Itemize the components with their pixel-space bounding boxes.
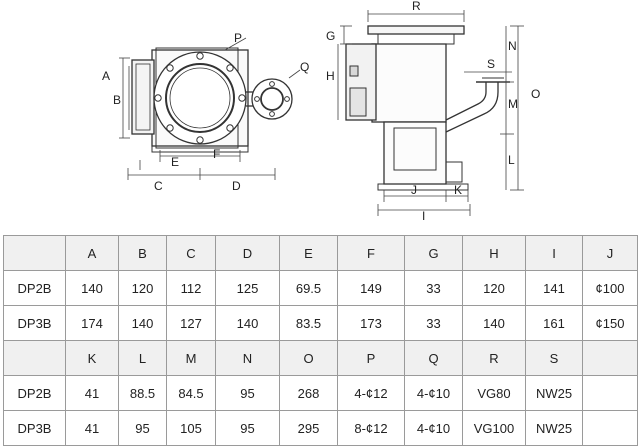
label-O: O <box>531 87 540 101</box>
header-cell: I <box>525 235 583 271</box>
label-K: K <box>454 183 462 197</box>
label-A: A <box>102 69 110 83</box>
dimensions-table: A B C D E F G H I J DP2B 140 120 112 125… <box>3 235 638 446</box>
value-cell: 112 <box>166 270 216 306</box>
value-cell: 161 <box>525 305 583 341</box>
value-cell: 41 <box>65 375 119 411</box>
header-cell: O <box>279 340 338 376</box>
side-dimensions <box>337 10 524 216</box>
label-J: J <box>411 183 417 197</box>
value-cell: 140 <box>65 270 119 306</box>
value-cell: 141 <box>525 270 583 306</box>
header-cell: M <box>166 340 216 376</box>
value-cell: 127 <box>166 305 216 341</box>
table-row: DP2B 140 120 112 125 69.5 149 33 120 141… <box>3 270 638 306</box>
value-cell: 95 <box>215 375 280 411</box>
label-Q: Q <box>300 60 309 74</box>
header-cell: D <box>215 235 280 271</box>
value-cell: 69.5 <box>279 270 338 306</box>
model-cell: DP3B <box>3 305 66 341</box>
label-D: D <box>232 179 241 193</box>
value-cell: VG80 <box>462 375 526 411</box>
header-cell: B <box>118 235 167 271</box>
side-view <box>345 25 510 191</box>
value-cell: 84.5 <box>166 375 216 411</box>
header-corner <box>3 340 66 376</box>
front-dimensions <box>119 37 301 180</box>
header-corner <box>3 235 66 271</box>
header-cell: K <box>65 340 119 376</box>
value-cell: 174 <box>65 305 119 341</box>
label-B: B <box>113 93 121 107</box>
label-I: I <box>422 209 425 223</box>
label-R: R <box>412 0 421 13</box>
value-cell: 120 <box>118 270 167 306</box>
header-cell: E <box>279 235 338 271</box>
value-cell: 4-¢10 <box>404 375 463 411</box>
table-header-row-1: A B C D E F G H I J <box>3 235 638 271</box>
label-F: F <box>213 147 220 161</box>
value-cell: 268 <box>279 375 338 411</box>
label-E: E <box>171 155 179 169</box>
header-cell: N <box>215 340 280 376</box>
label-N: N <box>508 39 517 53</box>
label-M: M <box>508 97 518 111</box>
header-cell: H <box>462 235 526 271</box>
header-cell: S <box>525 340 583 376</box>
header-cell: G <box>404 235 463 271</box>
value-cell: 33 <box>404 270 463 306</box>
value-cell: 33 <box>404 305 463 341</box>
header-cell: F <box>337 235 405 271</box>
value-cell: 140 <box>462 305 526 341</box>
value-cell: ¢150 <box>582 305 638 341</box>
header-cell: C <box>166 235 216 271</box>
value-cell: 140 <box>118 305 167 341</box>
label-P: P <box>234 31 242 45</box>
value-cell: NW25 <box>525 375 583 411</box>
technical-drawing: A B C D E F P Q <box>102 0 540 223</box>
label-S: S <box>487 57 495 71</box>
model-cell: DP2B <box>3 375 66 411</box>
header-cell: L <box>118 340 167 376</box>
header-cell: R <box>462 340 526 376</box>
header-cell: Q <box>404 340 463 376</box>
header-cell: J <box>582 235 638 271</box>
value-cell: 149 <box>337 270 405 306</box>
value-cell: 125 <box>215 270 280 306</box>
value-cell: ¢100 <box>582 270 638 306</box>
table-row: DP2B 41 88.5 84.5 95 268 4-¢12 4-¢10 VG8… <box>3 375 638 411</box>
header-cell: A <box>65 235 119 271</box>
value-cell: 173 <box>337 305 405 341</box>
value-cell: 88.5 <box>118 375 167 411</box>
label-G: G <box>326 29 335 43</box>
table-header-row-2: K L M N O P Q R S <box>3 340 638 376</box>
empty-cell <box>582 375 638 411</box>
value-cell: 83.5 <box>279 305 338 341</box>
value-cell: 120 <box>462 270 526 306</box>
header-cell: P <box>337 340 405 376</box>
label-H: H <box>326 69 335 83</box>
value-cell: 4-¢12 <box>337 375 405 411</box>
value-cell: 140 <box>215 305 280 341</box>
table-row: DP3B 174 140 127 140 83.5 173 33 140 161… <box>3 305 638 341</box>
label-C: C <box>154 179 163 193</box>
label-L: L <box>508 153 515 167</box>
header-empty <box>582 340 638 376</box>
model-cell: DP2B <box>3 270 66 306</box>
front-view <box>131 47 293 153</box>
